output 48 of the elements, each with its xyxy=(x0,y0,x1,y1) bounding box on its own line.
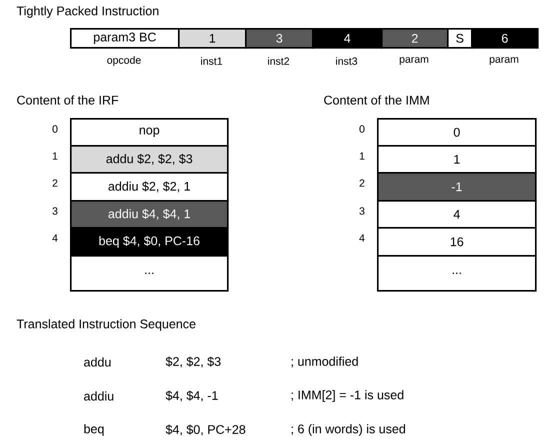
field-label: param xyxy=(400,57,428,65)
table-cell: 1 xyxy=(377,145,537,174)
row-index: 1 xyxy=(360,152,364,160)
field-label: param xyxy=(490,57,518,65)
code-text: addiu xyxy=(84,391,114,401)
code-text: beq xyxy=(84,424,104,436)
table-cell: addu $2, $2, $3 xyxy=(70,145,229,174)
code-text: ; IMM[2] = -1 is used xyxy=(292,390,404,402)
field-label: inst3 xyxy=(336,57,358,65)
row-index: 0 xyxy=(360,125,364,133)
table-cell: beq $4, $0, PC-16 xyxy=(70,227,229,257)
heading: Content of the IMM xyxy=(324,95,429,105)
table-cell: 0 xyxy=(377,118,537,147)
row-index: 3 xyxy=(52,207,58,215)
table-cell: ... xyxy=(70,255,229,292)
instruction-field: 1 xyxy=(178,28,247,49)
code-text: addu xyxy=(84,357,110,367)
instruction-field: 6 xyxy=(471,28,539,49)
row-index: 3 xyxy=(359,207,364,215)
instruction-field: S xyxy=(447,28,473,49)
table-cell: nop xyxy=(70,118,229,147)
table-cell: 4 xyxy=(377,200,537,229)
row-index: 0 xyxy=(52,125,58,133)
field-label: inst1 xyxy=(201,57,222,65)
code-text: $4, $0, PC+28 xyxy=(166,424,246,436)
table-cell: -1 xyxy=(377,172,537,202)
instruction-field: 2 xyxy=(381,28,449,49)
field-label: opcode xyxy=(107,56,141,66)
row-index: 2 xyxy=(52,179,58,187)
table-cell: ... xyxy=(377,255,537,292)
code-text: $4, $4, -1 xyxy=(166,390,218,402)
row-index: 2 xyxy=(360,179,364,187)
table-cell: 16 xyxy=(377,227,537,257)
code-text: ; unmodified xyxy=(292,356,358,368)
instruction-field: 4 xyxy=(312,28,383,49)
row-index: 1 xyxy=(52,152,58,160)
table-cell: addiu $4, $4, 1 xyxy=(70,200,229,229)
row-index: 4 xyxy=(52,234,58,242)
instruction-field: param3 BC xyxy=(70,28,180,49)
code-text: $2, $2, $3 xyxy=(166,356,221,368)
row-index: 4 xyxy=(359,234,365,242)
code-text: ; 6 (in words) is used xyxy=(292,424,406,436)
field-label: inst2 xyxy=(268,57,290,65)
heading: Tightly Packed Instruction xyxy=(16,6,158,18)
instruction-field: 3 xyxy=(245,28,314,49)
table-cell: addiu $2, $2, 1 xyxy=(70,172,229,202)
heading: Translated Instruction Sequence xyxy=(16,319,196,331)
heading: Content of the IRF xyxy=(17,95,118,105)
